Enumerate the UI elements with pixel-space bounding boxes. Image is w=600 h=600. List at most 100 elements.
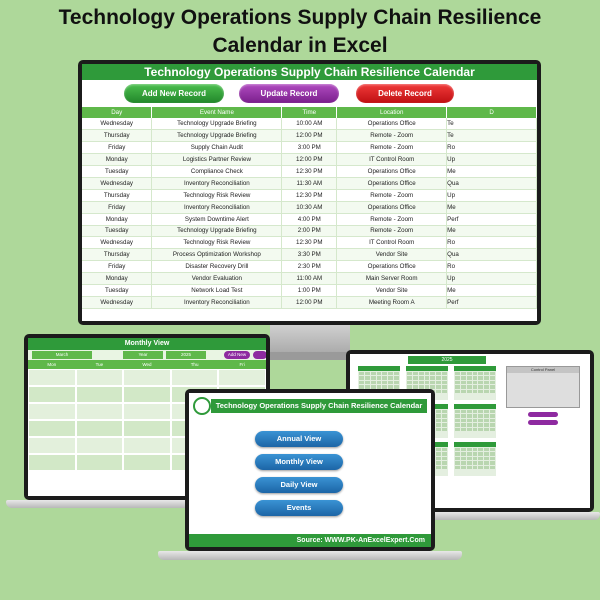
headline-line-1: Technology Operations Supply Chain Resil… xyxy=(58,6,542,29)
time-cell: 12:00 PM xyxy=(281,296,338,309)
day-cell: Wednesday xyxy=(82,118,153,131)
source-footer: Source: WWW.PK-AnExcelExpert.Com xyxy=(189,534,431,547)
day-cell: Wednesday xyxy=(82,236,153,250)
day-cell[interactable] xyxy=(123,437,171,454)
delete-record-button[interactable]: Delete Record xyxy=(356,84,454,103)
mini-month[interactable] xyxy=(454,366,496,400)
monitor-stand xyxy=(270,325,350,355)
day-cell[interactable] xyxy=(28,369,76,386)
time-cell: 12:30 PM xyxy=(281,165,338,178)
description-cell: Ro xyxy=(446,260,537,274)
day-cell[interactable] xyxy=(123,403,171,420)
year-selector[interactable]: 2025 xyxy=(166,351,206,359)
time-cell: 10:30 AM xyxy=(281,201,338,214)
update-record-button[interactable]: Update Record xyxy=(239,84,339,103)
day-cell[interactable] xyxy=(75,386,124,403)
day-cell[interactable] xyxy=(123,454,171,471)
location-cell: IT Control Room xyxy=(336,236,448,250)
weekday-thu: Thu xyxy=(190,362,199,367)
day-cell[interactable] xyxy=(75,420,124,437)
day-cell[interactable] xyxy=(28,386,76,403)
add-new-record-button[interactable]: Add New Record xyxy=(124,84,224,103)
monthly-view-button[interactable]: Monthly View xyxy=(255,454,343,470)
day-cell: Monday xyxy=(82,213,153,226)
day-cell[interactable] xyxy=(123,369,171,386)
location-cell: Remote - Zoom xyxy=(336,129,448,143)
day-cell[interactable] xyxy=(75,403,124,420)
column-header-day[interactable]: Day xyxy=(82,107,153,118)
headline: Technology Operations Supply Chain Resil… xyxy=(0,4,600,60)
description-cell: Me xyxy=(446,284,537,297)
mini-month[interactable] xyxy=(454,404,496,438)
column-header-description[interactable]: D xyxy=(446,107,537,118)
daily-view-button[interactable]: Daily View xyxy=(255,477,343,493)
column-header-time[interactable]: Time xyxy=(281,107,338,118)
calendar-title: Technology Operations Supply Chain Resil… xyxy=(82,64,537,80)
day-cell[interactable] xyxy=(28,454,76,471)
description-cell: Me xyxy=(446,201,537,214)
control-panel: Control Panel xyxy=(506,366,580,408)
weekday-tue: Tue xyxy=(95,362,104,367)
day-cell: Friday xyxy=(82,141,153,155)
day-cell[interactable] xyxy=(75,369,124,386)
event-name-cell: Network Load Test xyxy=(151,284,283,297)
annual-add-button[interactable] xyxy=(528,412,558,417)
day-cell[interactable] xyxy=(170,369,219,386)
event-name-cell: Supply Chain Audit xyxy=(151,141,283,155)
column-header-event-name[interactable]: Event Name xyxy=(151,107,283,118)
location-cell: Operations Office xyxy=(336,177,448,190)
description-cell: Perf xyxy=(446,296,537,309)
day-cell[interactable] xyxy=(75,437,124,454)
location-cell: Operations Office xyxy=(336,118,448,131)
annual-show-button[interactable] xyxy=(528,420,558,425)
day-cell[interactable] xyxy=(28,403,76,420)
add-new-mini-button[interactable]: Add New xyxy=(224,351,250,359)
description-cell: Me xyxy=(446,165,537,178)
day-cell: Tuesday xyxy=(82,284,153,297)
main-monitor: Technology Operations Supply Chain Resil… xyxy=(78,60,541,325)
event-name-cell: Logistics Partner Review xyxy=(151,153,283,167)
mini-month[interactable] xyxy=(454,442,496,476)
day-cell[interactable] xyxy=(75,454,124,471)
description-cell: Qua xyxy=(446,248,537,262)
day-cell: Monday xyxy=(82,272,153,285)
day-cell[interactable] xyxy=(28,420,76,437)
event-name-cell: Technology Upgrade Briefing xyxy=(151,118,283,131)
day-cell: Wednesday xyxy=(82,177,153,190)
day-cell: Thursday xyxy=(82,189,153,202)
time-cell: 11:00 AM xyxy=(281,272,338,285)
event-name-cell: System Downtime Alert xyxy=(151,213,283,226)
day-cell[interactable] xyxy=(28,437,76,454)
day-cell[interactable] xyxy=(123,386,171,403)
day-cell[interactable] xyxy=(123,420,171,437)
column-header-location[interactable]: Location xyxy=(336,107,448,118)
extra-mini-button[interactable] xyxy=(253,351,266,359)
description-cell: Ro xyxy=(446,236,537,250)
events-button[interactable]: Events xyxy=(255,500,343,516)
action-button-row: Add New Record Update Record Delete Reco… xyxy=(82,80,537,107)
location-cell: Remote - Zoom xyxy=(336,141,448,155)
event-name-cell: Inventory Reconciliation xyxy=(151,201,283,214)
time-cell: 12:00 PM xyxy=(281,129,338,143)
time-cell: 2:30 PM xyxy=(281,260,338,274)
annual-view-button[interactable]: Annual View xyxy=(255,431,343,447)
description-cell: Qua xyxy=(446,177,537,190)
day-cell[interactable] xyxy=(218,369,266,386)
month-selector[interactable]: March xyxy=(32,351,92,359)
